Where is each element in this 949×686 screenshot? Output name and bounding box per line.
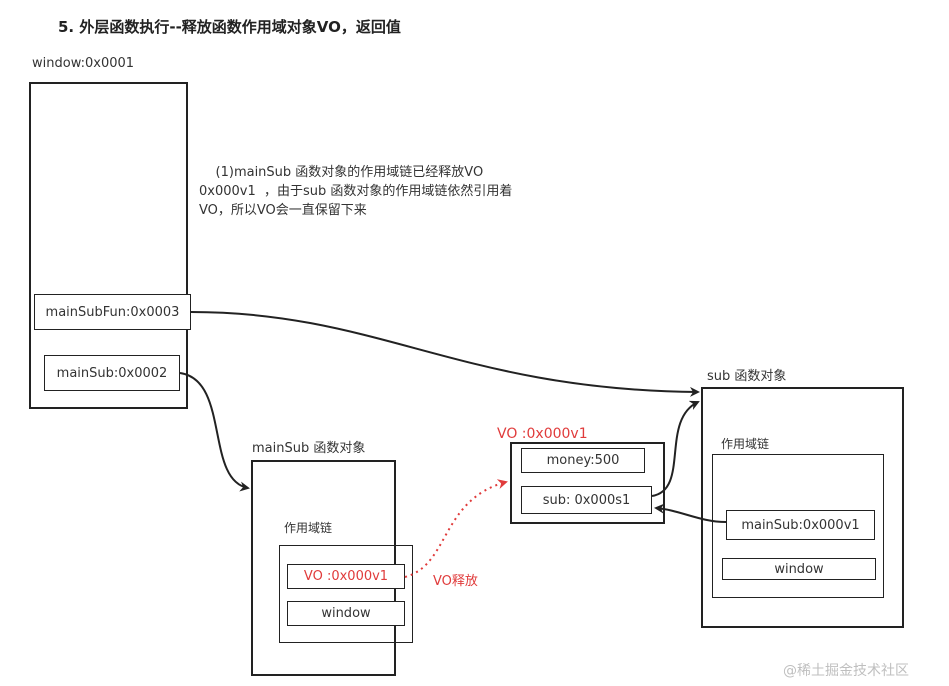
vo-sub-cell: sub: 0x000s1 <box>521 486 652 514</box>
mainsub-vo-ref-cell: VO :0x000v1 <box>287 564 405 589</box>
window-object-box <box>29 82 188 409</box>
vo-release-arrow <box>404 479 508 578</box>
vo-release-label: VO释放 <box>433 574 478 589</box>
sub-object-label: sub 函数对象 <box>707 369 787 384</box>
mainsubfun-to-sub-arrow <box>190 311 700 397</box>
vo-object-box <box>510 442 665 524</box>
mainsub-scope-label: 作用域链 <box>284 521 333 535</box>
sub-scope-chain-box <box>712 454 884 598</box>
explanation-note: (1)mainSub 函数对象的作用域链已经释放VO 0x000v1 ，由于sub… <box>199 163 512 220</box>
sub-mainsub-ref-cell: mainSub:0x000v1 <box>726 510 875 540</box>
mainsub-window-ref-cell: window <box>287 601 405 626</box>
vo-sub-to-sub-object-arrow <box>651 400 700 497</box>
mainsub-scope-chain-box <box>279 545 413 643</box>
note-line-2: 0x000v1 ，由于sub 函数对象的作用域链依然引用着 <box>199 184 513 199</box>
page-title: 5. 外层函数执行--释放函数作用域对象VO，返回值 <box>58 18 401 36</box>
mainsub-to-object-arrow <box>179 372 250 492</box>
vo-money-cell: money:500 <box>521 448 645 473</box>
sub-scope-to-vo-arrow <box>654 503 727 523</box>
main-sub-cell: mainSub:0x0002 <box>44 355 180 391</box>
vo-object-label: VO :0x000v1 <box>497 426 588 442</box>
main-sub-fun-cell: mainSubFun:0x0003 <box>34 294 191 330</box>
sub-window-ref-cell: window <box>722 558 876 580</box>
note-line-3: VO，所以VO会一直保留下来 <box>199 203 367 218</box>
note-line-1: (1)mainSub 函数对象的作用域链已经释放VO <box>199 165 484 180</box>
mainsub-object-label: mainSub 函数对象 <box>252 441 366 456</box>
window-label: window:0x0001 <box>32 56 135 71</box>
sub-object-box <box>701 387 904 628</box>
sub-scope-label: 作用域链 <box>721 437 770 451</box>
watermark: @稀土掘金技术社区 <box>783 663 909 679</box>
